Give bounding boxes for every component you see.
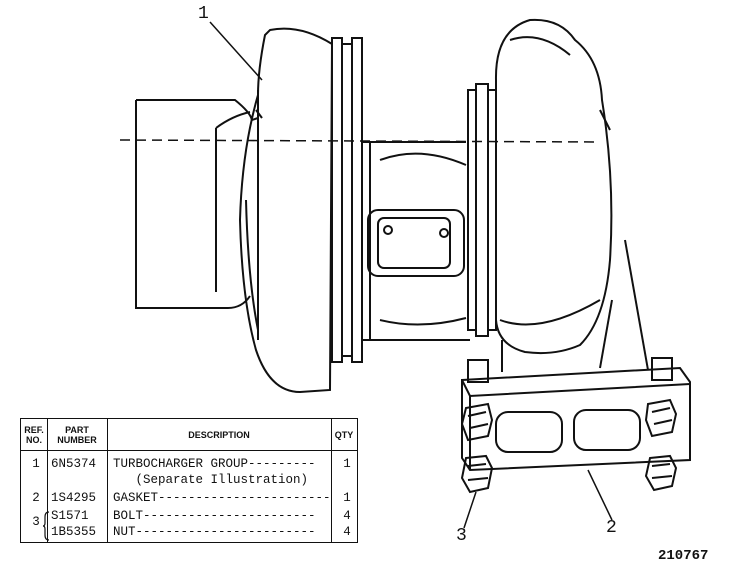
callout-3: 3 — [456, 526, 467, 546]
leader-3 — [463, 491, 477, 529]
description: NUT------------------------ — [113, 525, 316, 539]
ref-no: 2 — [32, 491, 40, 505]
header-ref: REF. NO. — [21, 419, 47, 451]
outlet-flange — [461, 366, 691, 472]
header-description: DESCRIPTION — [107, 419, 331, 451]
nut-bottom-left — [460, 454, 494, 494]
ref-no: 1 — [32, 457, 40, 471]
qty: 4 — [343, 509, 351, 523]
header-qty: QTY — [331, 419, 357, 451]
leader-2 — [587, 469, 613, 521]
qty: 1 — [343, 457, 351, 471]
turbine-housing — [494, 18, 613, 355]
parts-table: REF. NO. PART NUMBER DESCRIPTION QTY 1 6… — [20, 418, 358, 543]
nut-bottom-right — [644, 454, 678, 492]
right-clamp — [467, 83, 497, 337]
part-number: S1571 — [51, 509, 89, 523]
table-row: 1 6N5374 TURBOCHARGER GROUP--------- 1 — [21, 457, 359, 473]
left-clamp — [331, 37, 363, 363]
centerline — [119, 139, 601, 143]
table-row: 2 1S4295 GASKET----------------------- 1 — [21, 491, 359, 507]
leader-1 — [209, 21, 263, 81]
qty: 1 — [343, 491, 351, 505]
header-part-number: PART NUMBER — [47, 419, 107, 451]
ref-no: 3 — [32, 515, 40, 529]
table-row: 1B5355 NUT------------------------ 4 — [21, 525, 359, 541]
center-housing — [362, 141, 470, 341]
description: TURBOCHARGER GROUP--------- — [113, 457, 316, 471]
turbine-outlet — [501, 239, 649, 372]
drawing-number: 210767 — [658, 548, 709, 564]
description: (Separate Illustration) — [113, 473, 309, 487]
bolt-top-right — [644, 357, 678, 438]
bolt-top-left — [460, 359, 494, 442]
description: BOLT----------------------- — [113, 509, 316, 523]
part-number: 1B5355 — [51, 525, 97, 539]
table-row: 3 S1571 BOLT----------------------- 4 — [21, 509, 359, 529]
callout-1: 1 — [198, 4, 209, 24]
table-row: (Separate Illustration) — [21, 473, 359, 489]
part-number: 1S4295 — [51, 491, 97, 505]
qty: 4 — [343, 525, 351, 539]
callout-2: 2 — [606, 518, 617, 538]
ref-3-brace — [43, 511, 50, 541]
compressor-housing — [238, 27, 334, 394]
description: GASKET----------------------- — [113, 491, 331, 505]
part-number: 6N5374 — [51, 457, 97, 471]
